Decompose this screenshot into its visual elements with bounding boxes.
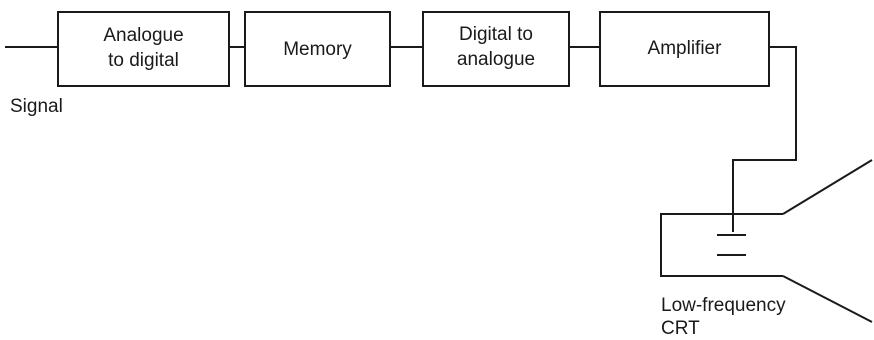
crt-tube: [660, 159, 873, 323]
block-analogue-to-digital: Analogue to digital: [57, 11, 230, 87]
block-label-line: Memory: [283, 39, 352, 60]
crt-label-line: CRT: [661, 318, 700, 339]
crt-cone-lower: [782, 275, 873, 323]
crt-neck-outline: [660, 213, 783, 277]
block-label-line: to digital: [108, 50, 179, 71]
block-amplifier: Amplifier: [599, 11, 770, 87]
crt-cone-upper: [782, 159, 873, 215]
block-memory: Memory: [244, 11, 391, 87]
block-label-line: Digital to: [459, 24, 533, 45]
signal-label: Signal: [10, 96, 63, 117]
crt-label-line: Low-frequency: [661, 295, 786, 316]
block-digital-to-analogue: Digital to analogue: [422, 11, 570, 87]
block-label-line: Amplifier: [648, 38, 723, 59]
wire-amplifier-crt: [732, 46, 797, 232]
block-label-line: analogue: [457, 49, 535, 70]
block-label-line: Analogue: [103, 25, 183, 46]
